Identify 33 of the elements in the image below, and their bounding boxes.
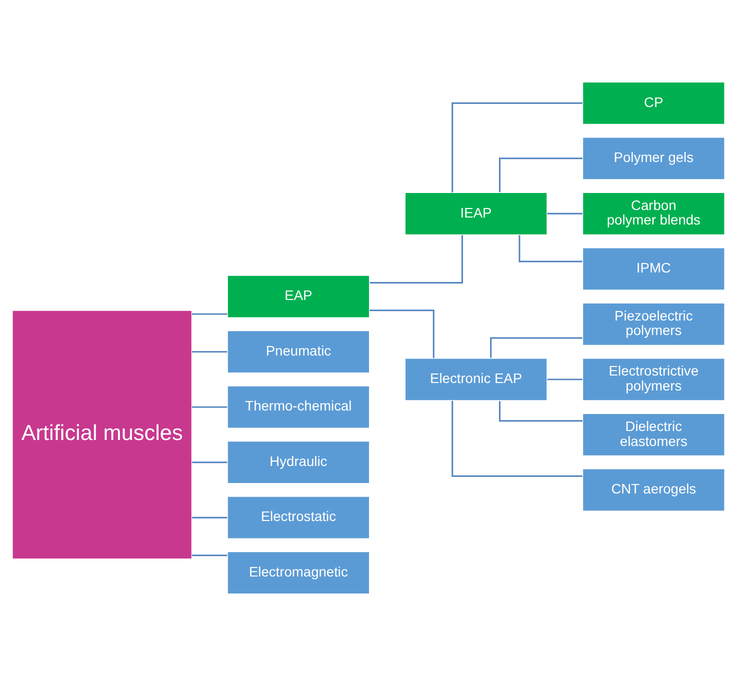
node-box: Thermo-chemical [226, 385, 370, 429]
connector [452, 400, 582, 477]
node-box: Electronic EAP [404, 358, 548, 402]
connector [192, 406, 228, 408]
connector [192, 462, 228, 464]
connector [547, 378, 582, 380]
node-box: Hydraulic [226, 440, 370, 484]
node-box: Piezoelectric polymers [582, 302, 726, 346]
connector [370, 310, 434, 358]
connector [192, 351, 228, 353]
connector [499, 158, 583, 192]
node-box: Pneumatic [226, 330, 370, 374]
connector [452, 102, 582, 192]
node-box: IPMC [582, 247, 726, 291]
node-box: Carbon polymer blends [582, 192, 726, 236]
node-box: Electrostrictive polymers [582, 358, 726, 402]
node-box: Artificial muscles [12, 310, 192, 560]
node-box: CNT aerogels [582, 468, 726, 512]
node-box: Polymer gels [582, 136, 726, 180]
node-box: Dielectric elastomers [582, 413, 726, 456]
connector [490, 337, 582, 358]
connector [192, 516, 228, 518]
connector [518, 235, 582, 262]
connector [192, 313, 228, 315]
connector [192, 554, 228, 556]
connector [370, 235, 463, 284]
node-box: Electrostatic [226, 496, 370, 540]
node-box: Electromagnetic [226, 551, 370, 595]
connector [547, 212, 582, 214]
connector [499, 401, 583, 422]
node-box: EAP [226, 274, 370, 318]
node-box: CP [582, 81, 726, 125]
node-box: IEAP [404, 192, 548, 236]
